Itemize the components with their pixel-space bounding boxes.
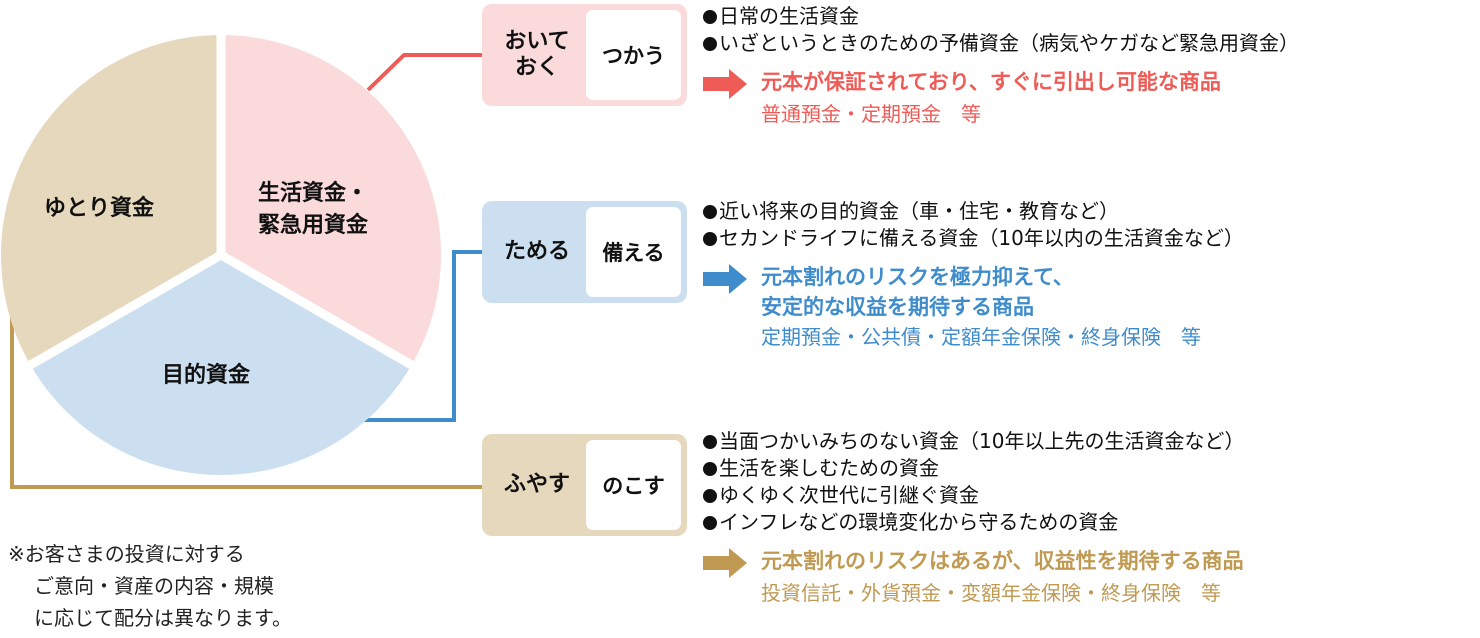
tag-left-line: おく xyxy=(514,55,559,80)
slice-label-surplus: ゆとり資金 xyxy=(44,195,155,221)
bullet-dot-icon xyxy=(703,10,717,24)
connector-line-gold xyxy=(10,310,484,489)
bullet-dot-icon xyxy=(703,205,717,219)
product-examples: 普通預金・定期預金 等 xyxy=(761,102,981,126)
group-description-gold: 当面つかいみちのない資金（10年以上先の生活資金など） 生活を楽しむための資金 … xyxy=(703,428,1244,608)
recommendation-headline: 元本割れのリスクを極力抑えて、 安定的な収益を期待する商品 xyxy=(761,262,1074,322)
product-examples: 投資信託・外貨預金・変額年金保険・終身保険 等 xyxy=(761,581,1221,605)
group-description-red: 日常の生活資金 いざというときのための予備資金（病気やケガなど緊急用資金） 元本… xyxy=(703,3,1299,129)
bullet-dot-icon xyxy=(703,435,717,449)
product-examples: 定期預金・公共債・定額年金保険・終身保険 等 xyxy=(761,325,1201,349)
bullet-item: 生活を楽しむための資金 xyxy=(703,455,1244,482)
bullet-item: ゆくゆく次世代に引継ぐ資金 xyxy=(703,482,1244,509)
tag-oiteoku-tsukau: おいておく つかう xyxy=(482,4,687,106)
bullet-item: 近い将来の目的資金（車・住宅・教育など） xyxy=(703,198,1244,225)
tag-right-label: のこす xyxy=(586,440,681,530)
tag-left-label: ふやす xyxy=(503,471,570,497)
bullet-text: 生活を楽しむための資金 xyxy=(719,456,939,480)
bullet-item: いざというときのための予備資金（病気やケガなど緊急用資金） xyxy=(703,30,1299,57)
recommendation-row: 元本割れのリスクはあるが、収益性を期待する商品 xyxy=(703,546,1244,578)
group-description-blue: 近い将来の目的資金（車・住宅・教育など） セカンドライフに備える資金（10年以内… xyxy=(703,198,1244,352)
bullet-item: インフレなどの環境変化から守るための資金 xyxy=(703,509,1244,536)
footnote-line: ご意向・資産の内容・規模 xyxy=(34,574,274,598)
pie-chart xyxy=(0,31,441,475)
arrow-right-icon xyxy=(703,69,747,99)
bullet-text: 当面つかいみちのない資金（10年以上先の生活資金など） xyxy=(719,429,1245,453)
recommendation-row: 元本が保証されており、すぐに引出し可能な商品 xyxy=(703,67,1299,99)
tag-tameru-sonaeru: ためる 備える xyxy=(482,201,687,303)
slice-label-purpose: 目的資金 xyxy=(162,362,251,388)
bullet-text: 日常の生活資金 xyxy=(719,4,859,28)
arrow-right-icon xyxy=(703,264,747,294)
tag-left-label: ためる xyxy=(503,238,570,264)
tag-left-line: おいて xyxy=(504,28,570,54)
tag-right-label: つかう xyxy=(586,10,681,100)
bullet-dot-icon xyxy=(703,489,717,503)
bullet-text: セカンドライフに備える資金（10年以内の生活資金など） xyxy=(719,226,1244,250)
headline-line: 安定的な収益を期待する商品 xyxy=(761,295,1034,319)
bullet-item: 当面つかいみちのない資金（10年以上先の生活資金など） xyxy=(703,428,1244,455)
recommendation-headline: 元本割れのリスクはあるが、収益性を期待する商品 xyxy=(761,549,1244,573)
bullet-text: 近い将来の目的資金（車・住宅・教育など） xyxy=(719,199,1119,223)
slice-label-living-1: 生活資金・ xyxy=(258,180,368,206)
bullet-dot-icon xyxy=(703,37,717,51)
footnote: ※お客さまの投資に対する ご意向・資産の内容・規模 に応じて配分は異なります。 xyxy=(8,538,292,634)
arrow-right-icon xyxy=(703,548,747,578)
bullet-item: 日常の生活資金 xyxy=(703,3,1299,30)
slice-label-living-2: 緊急用資金 xyxy=(258,212,369,238)
pie-separator xyxy=(218,251,418,371)
connector-line-blue xyxy=(362,250,484,422)
headline-line: 元本割れのリスクを極力抑えて、 xyxy=(761,265,1074,289)
bullet-text: インフレなどの環境変化から守るための資金 xyxy=(719,510,1119,534)
bullet-dot-icon xyxy=(703,232,717,246)
bullet-text: ゆくゆく次世代に引継ぐ資金 xyxy=(719,483,979,507)
footnote-line: に応じて配分は異なります。 xyxy=(34,606,292,630)
bullet-text: いざというときのための予備資金（病気やケガなど緊急用資金） xyxy=(719,31,1299,55)
tag-right-label: 備える xyxy=(586,207,681,297)
bullet-dot-icon xyxy=(703,516,717,530)
tag-fuyasu-nokosu: ふやす のこす xyxy=(482,434,687,536)
recommendation-row: 元本割れのリスクを極力抑えて、 安定的な収益を期待する商品 xyxy=(703,262,1244,322)
footnote-line: ※お客さまの投資に対する xyxy=(8,542,245,566)
pie-separator xyxy=(24,251,224,371)
bullet-dot-icon xyxy=(703,462,717,476)
bullet-item: セカンドライフに備える資金（10年以内の生活資金など） xyxy=(703,225,1244,252)
tag-left-label: おいておく xyxy=(488,10,586,100)
connector-line-red xyxy=(366,53,484,92)
recommendation-headline: 元本が保証されており、すぐに引出し可能な商品 xyxy=(761,70,1221,94)
